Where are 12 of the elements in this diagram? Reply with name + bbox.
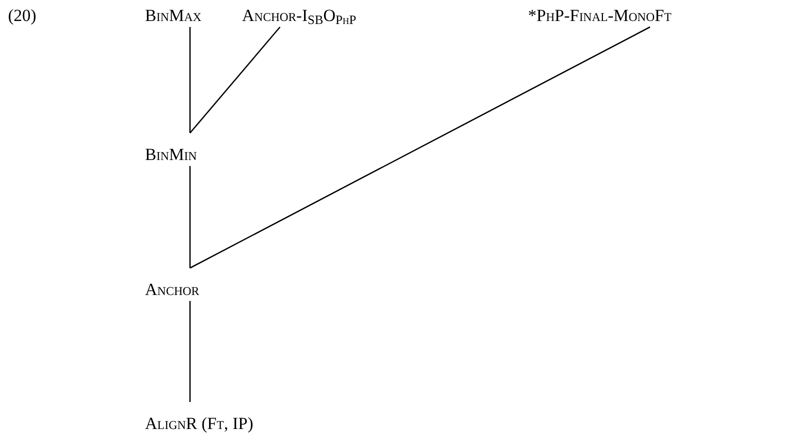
constraint-name: Anchor [145,280,200,300]
constraint-name: *PhP-Final-MonoFt [528,6,672,26]
example-number: (20) [8,6,36,26]
connector-line [190,26,280,134]
connector-line [190,26,650,269]
connector-line [189,301,191,402]
connector-line [189,166,191,268]
constraint-name: BinMin [145,145,197,165]
connector-line [189,27,191,133]
constraint-name: AlignR (Ft, IP) [145,414,254,434]
constraint-name: BinMax [145,6,202,26]
constraint-name: Anchor-I$_{SB}$O$_{PhP}$ [242,6,356,26]
